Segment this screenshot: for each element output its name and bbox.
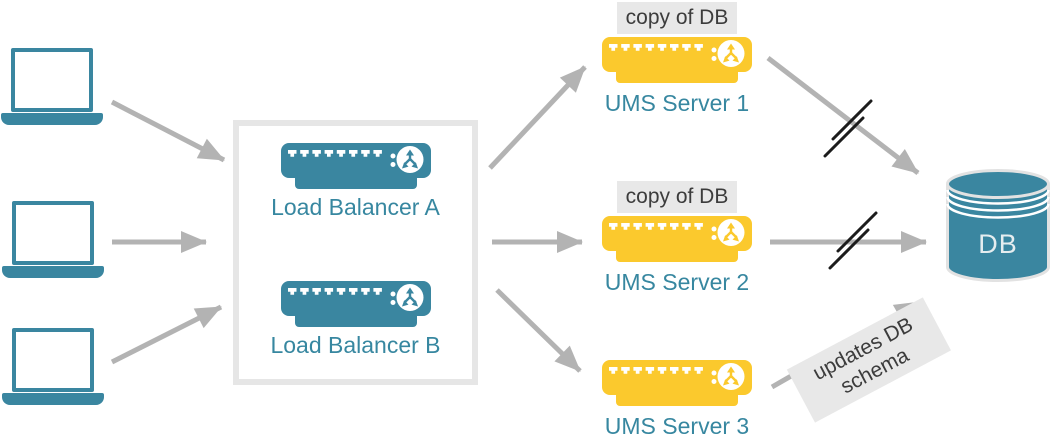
laptop-screen (12, 201, 94, 265)
copy-of-db-badge: copy of DB (616, 2, 738, 34)
arrow-client1-to-lb (110, 99, 226, 163)
laptop-icon (2, 201, 104, 278)
load-balancer-group-box: Load Balancer A Load Balancer B (233, 120, 478, 385)
load-balancer-b-label: Load Balancer B (270, 332, 441, 358)
broken-link-slashes-ums2 (828, 211, 878, 270)
ums-server-2-label: UMS Server 2 (604, 269, 750, 295)
database-label: DB (978, 229, 1018, 259)
laptop-base (1, 113, 103, 125)
ums-server-3-unit: UMS Server 3 (602, 360, 752, 440)
rack-server-icon-ums-2 (602, 216, 752, 262)
arrow-client3-to-lb (110, 304, 223, 365)
load-balancer-a-label: Load Balancer A (271, 194, 440, 220)
ums-server-1-unit: copy of DB UMS Server 1 (602, 2, 752, 117)
updates-db-schema-note: updates DB schema (786, 297, 952, 423)
laptop-screen (11, 48, 93, 112)
rack-server-icon-load-balancer-a (281, 143, 431, 189)
rack-server-icon-load-balancer-b (281, 281, 431, 327)
copy-of-db-badge: copy of DB (616, 181, 738, 213)
ums-server-1-label: UMS Server 1 (604, 90, 750, 116)
ums-server-2-unit: copy of DB UMS Server 2 (602, 181, 752, 296)
rack-server-icon-ums-1 (602, 37, 752, 83)
database-icon (946, 169, 1050, 282)
ums-server-3-label: UMS Server 3 (604, 413, 750, 439)
laptop-icon (2, 328, 104, 405)
arrow-lb-to-ums1 (488, 65, 587, 170)
broken-link-slashes-ums1 (823, 99, 873, 158)
laptop-base (2, 266, 104, 278)
laptop-icon (1, 48, 103, 125)
arrow-lb-to-ums3 (495, 288, 582, 373)
arrow-ums1-to-db (766, 56, 920, 175)
rack-server-icon-ums-3 (602, 360, 752, 406)
laptop-base (2, 393, 104, 405)
laptop-screen (12, 328, 94, 392)
